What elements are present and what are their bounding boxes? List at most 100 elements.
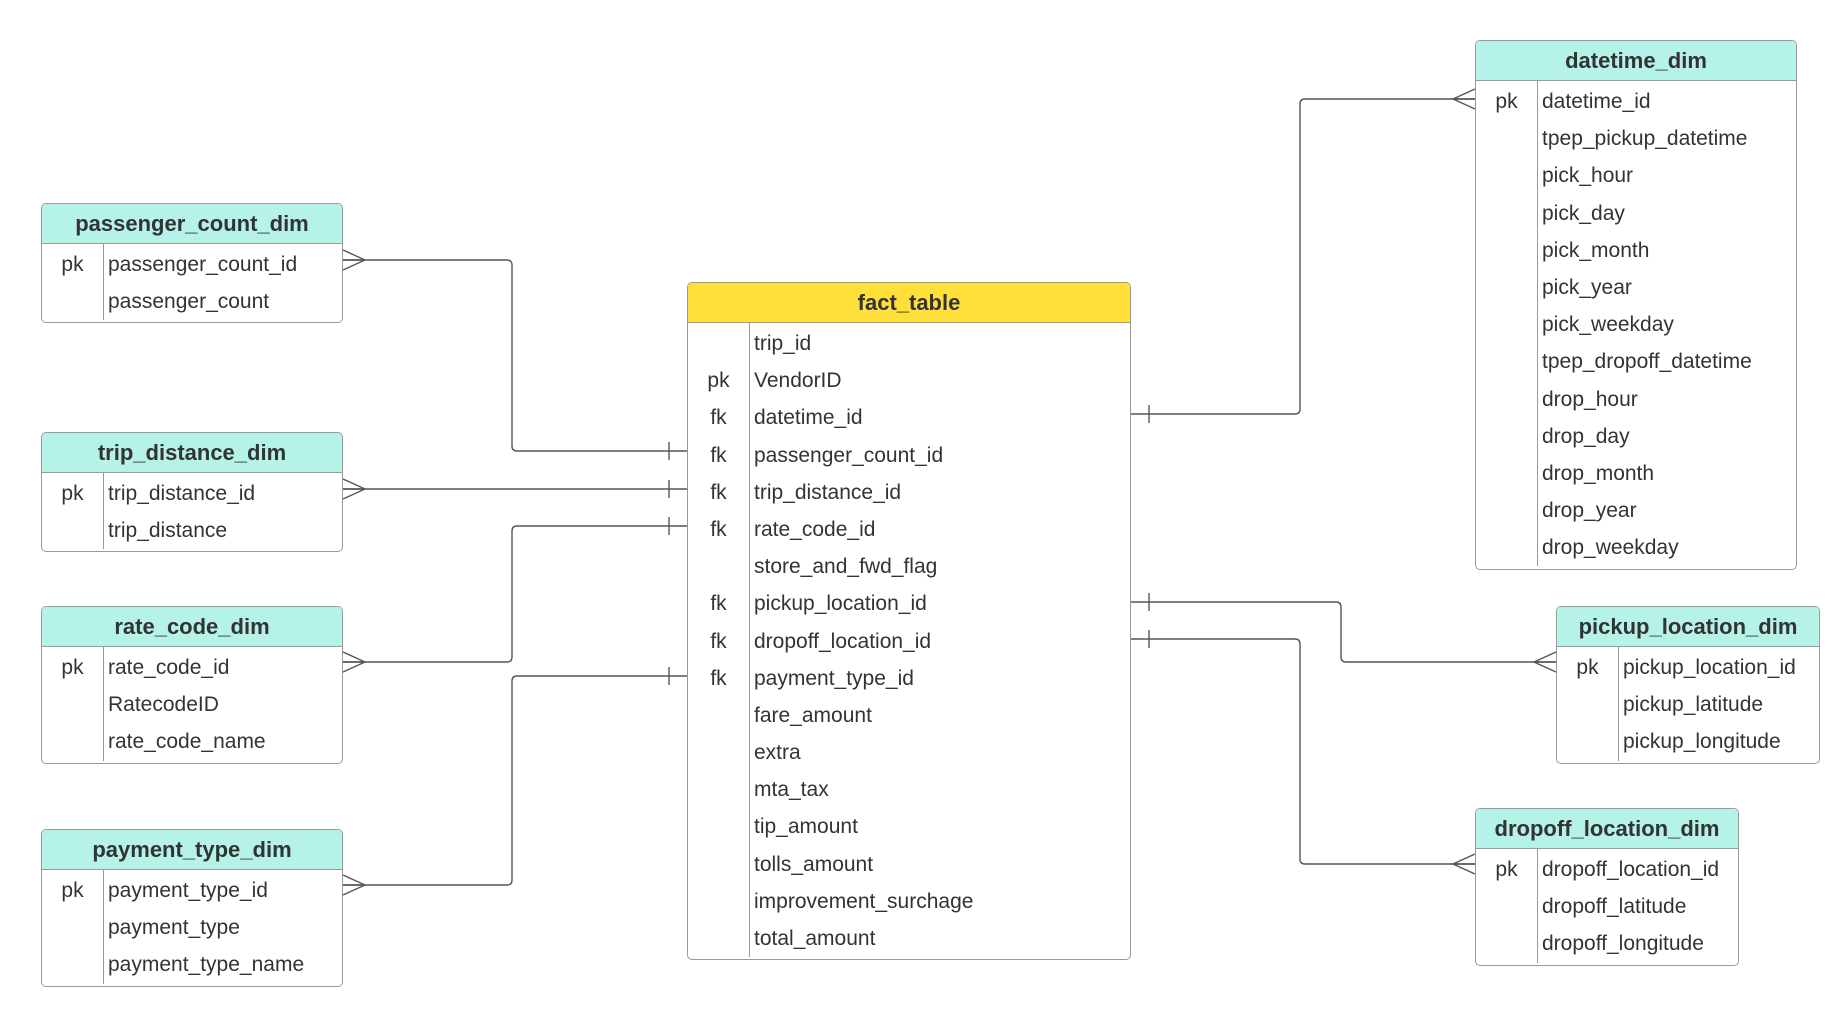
field-name: extra [754, 741, 801, 765]
field-name: pickup_longitude [1623, 730, 1781, 754]
field-name: dropoff_longitude [1542, 932, 1704, 956]
key-marker [1476, 195, 1537, 232]
key-marker [1557, 686, 1618, 723]
key-marker [1476, 888, 1537, 925]
field-name: pickup_location_id [1623, 656, 1796, 679]
field-row: pickup_longitude [1557, 723, 1819, 760]
field-name: dropoff_location_id [1542, 858, 1720, 881]
field-row: drop_weekday [1476, 529, 1796, 566]
crows-foot-many-marker [342, 651, 367, 673]
field-name: payment_type_id [108, 879, 268, 902]
relationship-line [1131, 601, 1556, 663]
field-row: dropoff_longitude [1476, 925, 1738, 962]
field-name: pick_day [1542, 201, 1625, 225]
key-marker: fk [710, 517, 727, 541]
key-marker: fk [710, 443, 727, 467]
relationship-line [343, 259, 687, 452]
key-marker [1476, 343, 1537, 380]
key-marker [688, 883, 749, 920]
field-name: dropoff_location_id [754, 629, 932, 653]
field-name: trip_distance_id [754, 480, 902, 504]
key-marker: pk [707, 369, 730, 393]
field-row: rate_code_name [42, 723, 342, 760]
field-row: pk payment_type_id [42, 872, 342, 909]
field-name: datetime_id [754, 406, 863, 430]
key-marker: fk [710, 666, 727, 690]
key-column-divider [749, 323, 750, 958]
field-name: dropoff_latitude [1542, 895, 1687, 919]
key-marker [688, 920, 749, 957]
crows-foot-many-marker [342, 249, 367, 271]
field-row: drop_hour [1476, 381, 1796, 418]
field-name: improvement_surchage [754, 889, 974, 913]
key-marker [688, 808, 749, 845]
key-marker [1476, 529, 1537, 566]
field-name: tip_amount [754, 815, 858, 839]
entity-title: passenger_count_dim [42, 204, 342, 244]
key-column-divider [1537, 81, 1538, 567]
field-row: drop_day [1476, 418, 1796, 455]
crows-foot-many-marker [342, 478, 367, 500]
entity-title: datetime_dim [1476, 41, 1796, 81]
field-name: trip_distance [108, 519, 228, 543]
key-marker [42, 512, 103, 549]
key-marker [1476, 306, 1537, 343]
field-name: VendorID [754, 369, 842, 393]
field-row: dropoff_latitude [1476, 888, 1738, 925]
key-marker [42, 283, 103, 320]
field-row: tpep_pickup_datetime [1476, 120, 1796, 157]
crows-foot-many-marker [1451, 88, 1476, 110]
field-name: pickup_location_id [754, 592, 927, 616]
key-marker [1476, 492, 1537, 529]
entity-title: rate_code_dim [42, 607, 342, 647]
key-marker: fk [710, 629, 727, 653]
key-marker [688, 548, 749, 585]
entity-title: pickup_location_dim [1557, 607, 1819, 647]
key-marker [688, 771, 749, 808]
field-name: datetime_id [1542, 90, 1651, 113]
key-marker: fk [710, 406, 727, 430]
field-row: improvement_surchage [688, 883, 1130, 920]
key-marker [42, 686, 103, 723]
entity-title: payment_type_dim [42, 830, 342, 870]
field-row: tolls_amount [688, 846, 1130, 883]
field-row: tip_amount [688, 808, 1130, 845]
field-name: store_and_fwd_flag [754, 555, 938, 579]
key-marker [1557, 723, 1618, 760]
key-marker: pk [61, 482, 84, 505]
key-marker: fk [710, 592, 727, 616]
key-column-divider [1618, 647, 1619, 761]
field-row: mta_tax [688, 771, 1130, 808]
field-row: RatecodeID [42, 686, 342, 723]
field-name: drop_weekday [1542, 536, 1679, 560]
field-row: pk dropoff_location_id [1476, 851, 1738, 888]
key-marker [688, 846, 749, 883]
crows-foot-many-marker [342, 874, 367, 896]
key-column-divider [103, 647, 104, 761]
field-row: fare_amount [688, 697, 1130, 734]
entity-title: dropoff_location_dim [1476, 809, 1738, 849]
field-name: rate_code_id [108, 656, 230, 679]
key-marker: pk [1495, 858, 1518, 881]
key-marker: pk [61, 879, 84, 902]
field-row: trip_id [688, 325, 1130, 362]
field-row: store_and_fwd_flag [688, 548, 1130, 585]
